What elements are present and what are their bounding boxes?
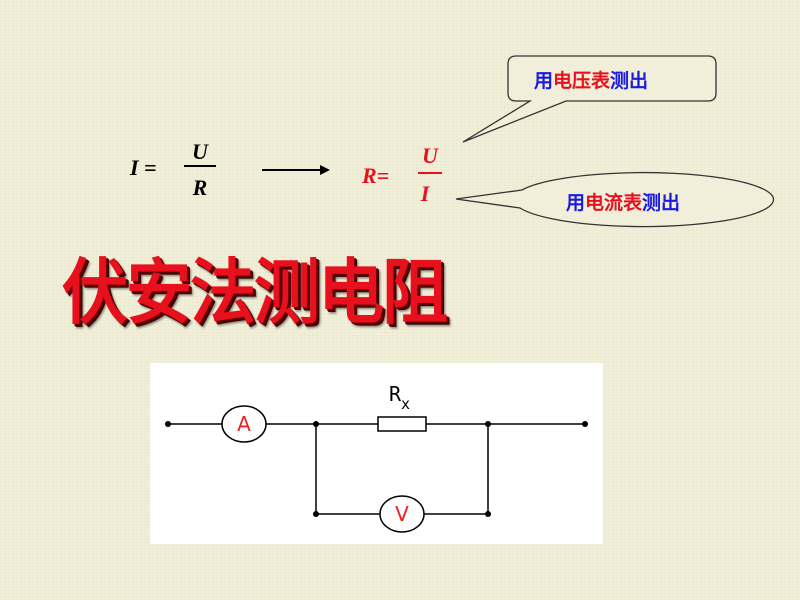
formula-lhs: I =	[130, 155, 157, 180]
resistance-formula-numerator: U	[422, 143, 438, 168]
fraction-bar	[184, 165, 216, 167]
current-callout-bubble	[455, 171, 775, 228]
resistance-formula-denominator: I	[420, 181, 430, 206]
current-callout-suffix: 测出	[642, 192, 681, 214]
page-title: 伏安法测电阻	[62, 251, 448, 335]
resistor-label-subscript: x	[401, 395, 411, 413]
voltage-callout: 用电压表测出	[534, 66, 648, 93]
voltage-callout-instrument: 电压表	[553, 70, 611, 92]
resistance-fraction-bar	[418, 172, 442, 174]
resistance-formula-lhs: R=	[362, 163, 390, 188]
current-callout-prefix: 用	[566, 192, 586, 214]
formula-denominator: R	[192, 175, 208, 200]
formula-numerator: U	[192, 139, 208, 164]
current-callout: 用电流表测出	[566, 188, 680, 215]
voltage-callout-bubble	[462, 55, 717, 143]
circuit-diagram	[165, 405, 588, 533]
resistor-label-main: R	[389, 382, 402, 406]
right-terminal	[582, 421, 588, 427]
voltmeter-label: V	[395, 502, 409, 526]
voltage-callout-prefix: 用	[534, 70, 554, 92]
resistance-formula: R= U I	[362, 142, 462, 212]
ammeter-label: A	[237, 412, 251, 436]
voltage-callout-suffix: 测出	[610, 70, 649, 92]
arrow-icon	[262, 165, 330, 175]
resistor-label: Rx	[389, 382, 410, 413]
resistor-rx	[377, 416, 427, 432]
current-callout-instrument: 电流表	[585, 192, 643, 214]
ohms-law-formula: I = U R	[130, 140, 230, 210]
